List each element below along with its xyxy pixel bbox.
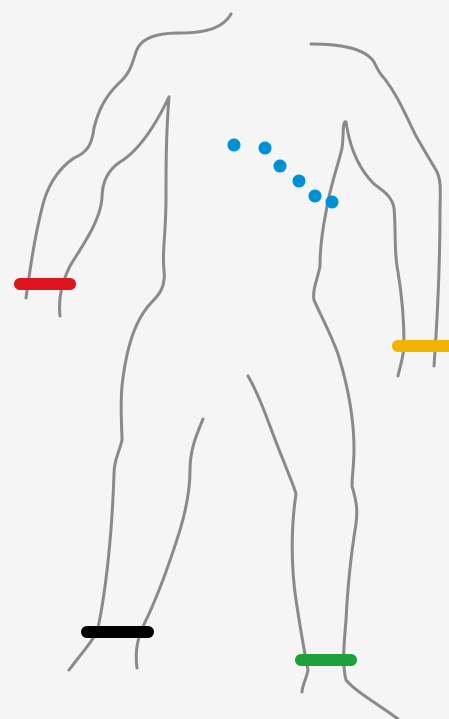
chest-electrode-v4 (293, 175, 306, 188)
chest-electrode-v6 (326, 196, 339, 209)
chest-electrode-v1 (228, 139, 241, 152)
chest-electrode-v5 (309, 190, 322, 203)
torso-left-side-outline (69, 97, 169, 670)
body-outline (26, 14, 440, 719)
chest-electrode-v2 (259, 142, 272, 155)
left-leg-inner-outline (248, 376, 308, 692)
chest-electrode-v3 (274, 160, 287, 173)
left-arm-inner-outline (346, 122, 404, 376)
torso-right-side-outline (314, 122, 398, 719)
limb-electrodes (20, 284, 449, 660)
chest-electrodes (228, 139, 339, 209)
